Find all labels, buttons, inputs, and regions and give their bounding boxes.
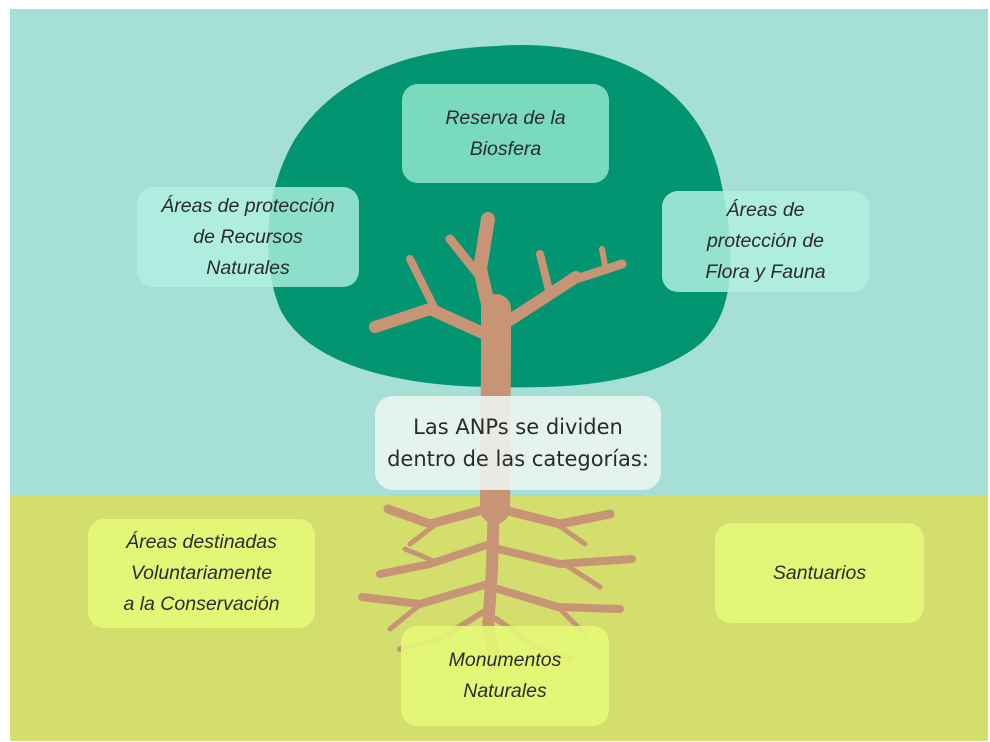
category-voluntarias: Áreas destinadas Voluntariamente a la Co… <box>88 519 315 628</box>
category-recursos-naturales: Áreas de protección de Recursos Naturale… <box>137 187 359 287</box>
category-flora-fauna: Áreas de protección de Flora y Fauna <box>662 191 869 292</box>
tree-canopy <box>268 45 731 388</box>
category-biosfera: Reserva de la Biosfera <box>402 84 609 183</box>
center-label: Las ANPs se dividen dentro de las catego… <box>375 396 661 490</box>
diagram-canvas: Reserva de la Biosfera Áreas de protecci… <box>10 9 988 741</box>
category-santuarios: Santuarios <box>715 523 924 623</box>
category-monumentos: Monumentos Naturales <box>401 626 609 726</box>
